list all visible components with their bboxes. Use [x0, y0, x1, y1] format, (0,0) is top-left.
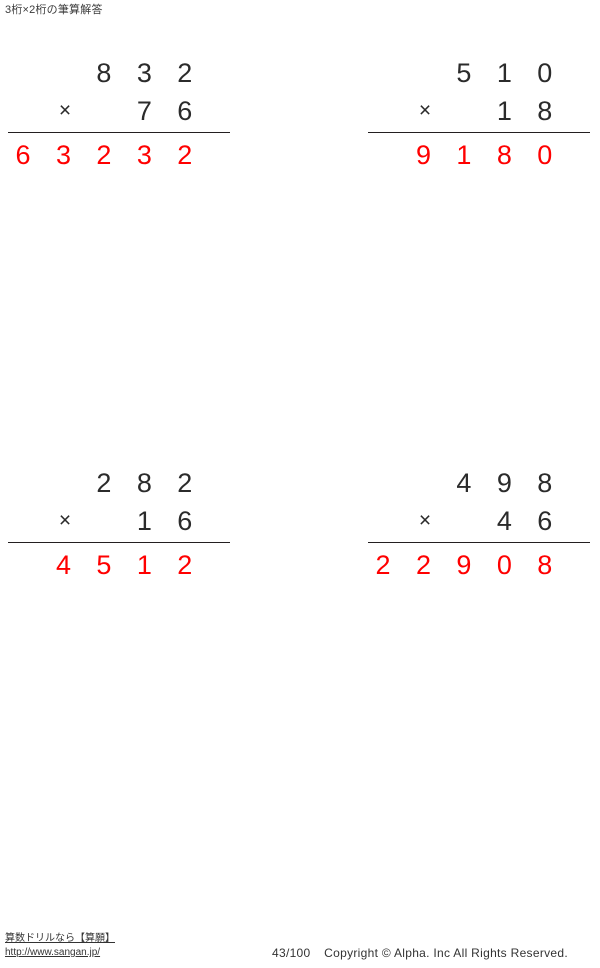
multiplication-sign-icon: ×: [418, 509, 432, 532]
digit-cell: 1: [456, 140, 472, 170]
problem-2: 5 1 0 × 1 8 9 1 8 0: [365, 56, 595, 171]
multiplicand-row: 8 3 2: [5, 56, 235, 92]
problems-area: 8 3 2 × 7 6 6 3 2 3 2: [0, 56, 600, 876]
answer-row: 9 1 8 0: [365, 138, 595, 174]
digit-cell: 2: [375, 550, 391, 580]
digit-cell: 8: [96, 58, 112, 88]
answer-row: 2 2 9 0 8: [365, 548, 595, 584]
multiplier-row: 7 6: [5, 94, 235, 130]
digit-cell: 2: [177, 550, 193, 580]
digit-cell: 2: [177, 140, 193, 170]
digit-cell: 2: [177, 468, 193, 498]
calculation-rule: [368, 132, 590, 133]
multiplier-row: 4 6: [365, 504, 595, 540]
site-name-link[interactable]: 算数ドリルなら【算願】: [5, 933, 115, 944]
digit-cell: 6: [177, 506, 193, 536]
digit-cell: 4: [496, 506, 512, 536]
page-footer: 算数ドリルなら【算願】 http://www.sangan.jp/ 43/100…: [0, 928, 600, 968]
digit-cell: 0: [537, 58, 553, 88]
digit-cell: 1: [136, 550, 152, 580]
calculation-rule: [8, 132, 230, 133]
digit-cell: 9: [496, 468, 512, 498]
footer-meta: 43/100 Copyright © Alpha. Inc All Rights…: [272, 946, 568, 961]
digit-cell: 7: [136, 96, 152, 126]
multiplication-sign-icon: ×: [58, 509, 72, 532]
problem-row-1: 8 3 2 × 7 6 6 3 2 3 2: [0, 56, 600, 466]
problem-1: 8 3 2 × 7 6 6 3 2 3 2: [5, 56, 235, 171]
multiplier-row: 1 6: [5, 504, 235, 540]
footer-credit: 算数ドリルなら【算願】 http://www.sangan.jp/: [5, 932, 115, 960]
digit-cell: 2: [415, 550, 431, 580]
digit-cell: 0: [496, 550, 512, 580]
digit-cell: 4: [55, 550, 71, 580]
calculation-rule: [368, 542, 590, 543]
digit-cell: 4: [456, 468, 472, 498]
digit-cell: 3: [136, 140, 152, 170]
digit-cell: 8: [537, 468, 553, 498]
site-url-link[interactable]: http://www.sangan.jp/: [5, 947, 101, 958]
problem-3: 2 8 2 × 1 6 4 5 1 2: [5, 466, 235, 581]
digit-cell: 0: [537, 140, 553, 170]
page-title: 3桁×2桁の筆算解答: [5, 4, 103, 16]
digit-cell: 2: [177, 58, 193, 88]
digit-cell: 5: [96, 550, 112, 580]
page-number: 43/100: [272, 946, 311, 960]
digit-cell: 6: [15, 140, 31, 170]
digit-cell: 9: [456, 550, 472, 580]
multiplicand-row: 4 9 8: [365, 466, 595, 502]
digit-cell: 8: [136, 468, 152, 498]
multiplicand-row: 5 1 0: [365, 56, 595, 92]
problem-4: 4 9 8 × 4 6 2 2 9 0 8: [365, 466, 595, 581]
digit-cell: 5: [456, 58, 472, 88]
digit-cell: 3: [136, 58, 152, 88]
multiplication-sign-icon: ×: [418, 99, 432, 122]
digit-cell: 9: [415, 140, 431, 170]
answer-row: 6 3 2 3 2: [5, 138, 235, 174]
multiplier-row: 1 8: [365, 94, 595, 130]
digit-cell: 6: [177, 96, 193, 126]
copyright-text: Copyright © Alpha. Inc All Rights Reserv…: [324, 946, 569, 960]
problem-row-2: 2 8 2 × 1 6 4 5 1 2: [0, 466, 600, 876]
digit-cell: 8: [496, 140, 512, 170]
digit-cell: 1: [136, 506, 152, 536]
multiplication-sign-icon: ×: [58, 99, 72, 122]
digit-cell: 2: [96, 140, 112, 170]
multiplicand-row: 2 8 2: [5, 466, 235, 502]
digit-cell: 6: [537, 506, 553, 536]
answer-row: 4 5 1 2: [5, 548, 235, 584]
digit-cell: 3: [55, 140, 71, 170]
digit-cell: 1: [496, 96, 512, 126]
digit-cell: 8: [537, 550, 553, 580]
digit-cell: 2: [96, 468, 112, 498]
digit-cell: 1: [496, 58, 512, 88]
calculation-rule: [8, 542, 230, 543]
digit-cell: 8: [537, 96, 553, 126]
